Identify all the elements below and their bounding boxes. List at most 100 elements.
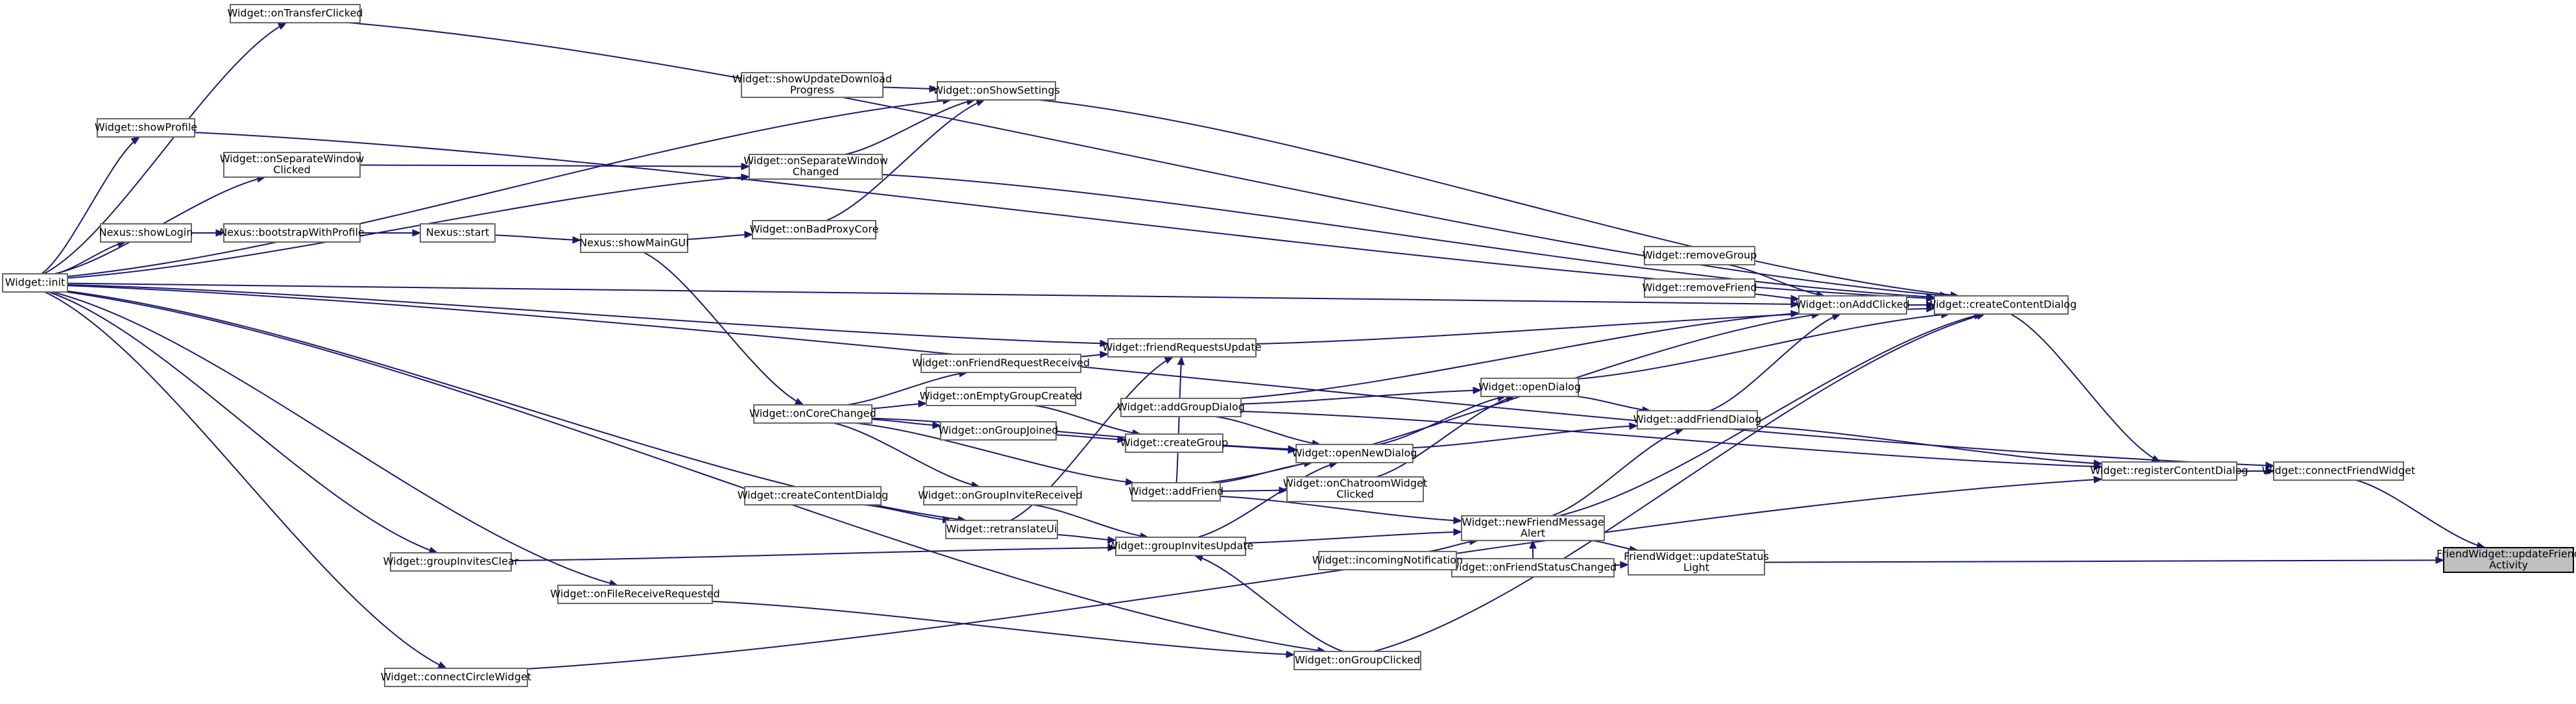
node-removegroup[interactable]: Widget::removeGroup <box>1643 246 1757 265</box>
node-opennewdialog[interactable]: Widget::openNewDialog <box>1292 444 1417 463</box>
node-ongroupinvitereceived[interactable]: Widget::onGroupInviteReceived <box>918 486 1083 505</box>
node-createcontentdialog2[interactable]: Widget::createContentDialog <box>738 486 889 505</box>
node-onfilereceiverequested[interactable]: Widget::onFileReceiveRequested <box>550 585 720 604</box>
node-box <box>2 273 68 293</box>
edge-showmaingui-to-nexusstart <box>494 234 581 241</box>
edge-opennewdialog-to-addgroupdialog <box>1215 416 1321 445</box>
node-label: Changed <box>793 165 839 178</box>
node-label: Widget::addFriendDialog <box>1633 413 1761 426</box>
node-label: Widget::createGroup <box>1120 437 1229 449</box>
arrowhead-onseparatewindowchanged-to-onseparatewindowclicked <box>741 162 751 171</box>
node-nexusstart[interactable]: Nexus::start <box>420 223 496 243</box>
node-friendrequestsupdate[interactable]: Widget::friendRequestsUpdate <box>1102 338 1262 358</box>
node-onfriendrequestreceived[interactable]: Widget::onFriendRequestReceived <box>912 354 1090 373</box>
node-widgetinit[interactable]: Widget::init <box>2 273 68 293</box>
edge-createcontentdialog-to-ontransferclicked <box>348 22 1949 297</box>
arrowhead-createcontentdialog-to-friendrequestsupdate <box>1926 304 1936 313</box>
node-onshowsettings[interactable]: Widget::onShowSettings <box>933 81 1060 101</box>
arrowhead-opennewdialog-to-oncorechanged <box>1288 445 1297 453</box>
node-addfrienddialog[interactable]: Widget::addFriendDialog <box>1633 410 1761 430</box>
node-onemptygroupcreated[interactable]: Widget::onEmptyGroupCreated <box>920 387 1083 406</box>
node-label: Widget::onAddClicked <box>1796 298 1910 311</box>
node-ongroupjoined[interactable]: Widget::onGroupJoined <box>939 421 1059 441</box>
node-label: Widget::init <box>5 276 65 289</box>
node-bootstrapwithprofile[interactable]: Nexus::bootstrapWithProfile <box>219 223 365 243</box>
node-box <box>1934 295 2069 315</box>
node-label: Widget::onGroupJoined <box>939 424 1059 437</box>
node-box <box>1295 444 1414 463</box>
arrowhead-friendrequestsupdate-to-onfriendrequestreceived <box>1100 350 1109 359</box>
edge-onseparatewindowchanged-to-widgetinit <box>67 176 750 279</box>
node-box <box>741 72 884 98</box>
node-creategroup[interactable]: Widget::createGroup <box>1120 433 1229 453</box>
node-box <box>390 552 512 572</box>
node-label: Widget::onSeparateWindow <box>743 154 888 167</box>
node-label: Widget::registerContentDialog <box>2090 465 2248 477</box>
arrowhead-oncorechanged-to-showmaingui <box>794 398 804 406</box>
edge-createcontentdialog-to-opendialog <box>1578 313 1949 380</box>
node-onaddclicked[interactable]: Widget::onAddClicked <box>1796 295 1910 315</box>
node-label: Widget::friendRequestsUpdate <box>1102 341 1261 354</box>
node-label: Widget::onTransferClicked <box>228 7 363 19</box>
node-box <box>223 152 361 178</box>
node-box <box>230 4 361 23</box>
node-onfriendstatuschanged[interactable]: Widget::onFriendStatusChanged <box>1449 558 1617 577</box>
edge-retranslateui-to-createcontentdialog2 <box>863 504 951 521</box>
node-box <box>1131 482 1221 502</box>
node-opendialog[interactable]: Widget::openDialog <box>1478 378 1581 397</box>
node-showlogin[interactable]: Nexus::showLogin <box>99 223 193 243</box>
arrowhead-connectfriendwidget-to-registercontentdialog <box>2265 467 2275 475</box>
node-label: Widget::onGroupInviteReceived <box>918 489 1082 502</box>
node-registercontentdialog[interactable]: Widget::registerContentDialog <box>2090 461 2248 481</box>
node-box <box>1644 278 1755 298</box>
node-box <box>1107 338 1257 358</box>
node-connectfriendwidget[interactable]: Widget::connectFriendWidget <box>2262 461 2415 481</box>
edges-layer <box>41 22 2486 670</box>
arrowhead-onemptygroupcreated-to-oncorechanged <box>918 400 928 408</box>
node-retranslateui[interactable]: Widget::retranslateUi <box>945 520 1058 539</box>
arrowhead-onaddclicked-to-removefriend <box>1790 295 1800 302</box>
node-connectcirclewidget[interactable]: Widget::connectCircleWidget <box>381 668 531 687</box>
node-label: Widget::removeFriend <box>1642 282 1757 294</box>
node-createcontentdialog[interactable]: Widget::createContentDialog <box>1926 295 2077 315</box>
node-showmaingui[interactable]: Nexus::showMainGUI <box>579 234 689 253</box>
arrowhead-newfriendmessagealert-to-groupinvitesupdate <box>1453 528 1463 536</box>
node-onbadproxycore[interactable]: Widget::onBadProxyCore <box>750 220 879 239</box>
edge-registercontentdialog-to-connectcirclewidget <box>527 478 2102 670</box>
node-box <box>1637 410 1758 430</box>
edge-groupinvitesupdate-to-ongroupclicked <box>1194 555 1344 652</box>
node-groupinvitesclear[interactable]: Widget::groupInvitesClear <box>383 552 519 572</box>
arrowhead-ontransferclicked-to-widgetinit <box>277 22 287 30</box>
node-ongroupclicked[interactable]: Widget::onGroupClicked <box>1294 651 1421 670</box>
edge-onfilereceiverequested-to-widgetinit <box>52 291 618 586</box>
node-removefriend[interactable]: Widget::removeFriend <box>1642 278 1757 298</box>
node-addgroupdialog[interactable]: Widget::addGroupDialog <box>1117 398 1245 417</box>
node-box <box>1125 433 1223 453</box>
node-label: Nexus::showMainGUI <box>579 237 689 249</box>
node-box <box>749 154 883 180</box>
node-label: Nexus::showLogin <box>99 226 193 239</box>
node-incomingnotification[interactable]: Widget::incomingNotification <box>1312 551 1463 570</box>
node-groupinvitesupdate[interactable]: Widget::groupInvitesUpdate <box>1108 537 1254 556</box>
edge-opendialog-to-addgroupdialog <box>1240 389 1482 405</box>
arrowhead-groupinvitesupdate-to-groupinvitesclear <box>1107 544 1117 552</box>
arrowhead-updatefriendactivity-to-updatestatuslight <box>2435 556 2445 564</box>
node-oncorechanged[interactable]: Widget::onCoreChanged <box>749 404 876 424</box>
node-showprofile[interactable]: Widget::showProfile <box>95 118 197 138</box>
edge-createcontentdialog-to-newfriendmessagealert <box>1558 313 1982 516</box>
edge-onfriendrequestreceived-to-oncorechanged <box>846 372 968 406</box>
arrowhead-registercontentdialog-to-connectcirclewidget <box>2093 476 2103 484</box>
edge-onshowsettings-to-onbadproxycore <box>826 99 985 221</box>
node-addfriend[interactable]: Widget::addFriend <box>1129 482 1223 502</box>
edge-oncorechanged-to-showmaingui <box>643 252 804 406</box>
node-label: Widget::newFriendMessage <box>1462 516 1604 528</box>
node-box <box>557 585 713 604</box>
node-ontransferclicked[interactable]: Widget::onTransferClicked <box>228 4 363 23</box>
